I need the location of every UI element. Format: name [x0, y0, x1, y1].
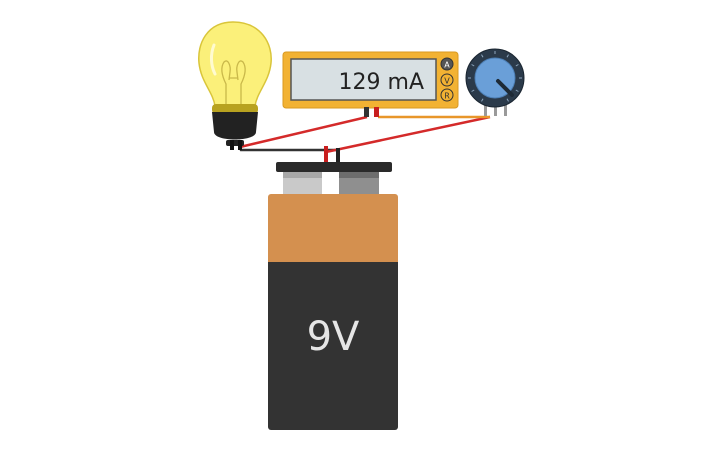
battery-label: 9V — [307, 314, 360, 360]
battery-terminal-negative-band — [339, 172, 379, 178]
potentiometer-ticks — [468, 51, 522, 102]
multimeter-screen — [290, 58, 437, 101]
bulb-collar — [212, 104, 258, 114]
battery-snap-connector — [276, 162, 392, 172]
battery-snap-lead-positive[interactable] — [324, 146, 328, 162]
bulb-filament — [221, 60, 246, 104]
light-bulb[interactable] — [198, 21, 272, 150]
wire-red-battery-to-potentiometer[interactable] — [325, 115, 491, 154]
battery-body — [268, 262, 398, 430]
wires — [238, 115, 491, 154]
battery-9v[interactable]: 9V — [268, 146, 398, 430]
multimeter-reading: 129 mA — [339, 70, 424, 95]
potentiometer-indicator — [496, 79, 514, 97]
potentiometer-pin-1[interactable] — [484, 102, 487, 116]
bulb-base — [212, 112, 258, 140]
bulb-terminal-right[interactable] — [238, 140, 242, 150]
battery-terminal-positive-band — [283, 172, 322, 178]
potentiometer-pin-2[interactable] — [494, 102, 497, 116]
battery-snap-lead-negative[interactable] — [336, 148, 340, 162]
multimeter-jack-red[interactable] — [374, 107, 379, 117]
mode-button-a-label: A — [444, 61, 450, 70]
bulb-highlight — [210, 43, 217, 76]
potentiometer-pin-3[interactable] — [504, 102, 507, 116]
multimeter[interactable]: 129 mA A V R — [282, 51, 459, 117]
multimeter-jack-black[interactable] — [364, 107, 369, 117]
potentiometer[interactable] — [465, 48, 525, 116]
battery-divider — [268, 262, 398, 266]
mode-button-v[interactable]: V — [440, 73, 454, 87]
bulb-terminal-left[interactable] — [230, 140, 234, 150]
wire-black-bulb-to-battery[interactable] — [238, 147, 340, 154]
wire-red-bulb-to-multimeter[interactable] — [239, 115, 368, 149]
mode-button-v-label: V — [444, 77, 450, 86]
battery-top-section — [268, 194, 398, 266]
mode-button-r-label: R — [444, 92, 450, 101]
mode-button-r[interactable]: R — [440, 88, 454, 102]
mode-button-a[interactable]: A — [440, 57, 454, 71]
bulb-glass — [198, 21, 272, 107]
